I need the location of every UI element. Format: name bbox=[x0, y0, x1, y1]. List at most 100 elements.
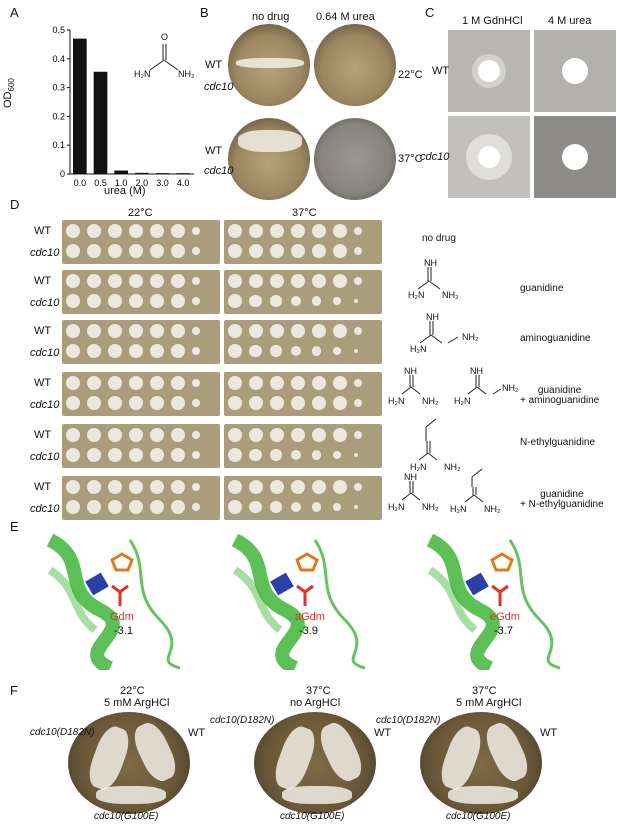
plate-temp: 37°C bbox=[472, 685, 497, 697]
panel-b-wt-2: WT bbox=[205, 145, 223, 157]
colony-spot bbox=[354, 453, 358, 457]
ylabel-od: OD bbox=[2, 91, 14, 109]
atom-h2n: H₂N bbox=[408, 290, 425, 300]
panel-d-letter: D bbox=[10, 197, 20, 212]
colony-spot bbox=[192, 347, 200, 355]
halo-c-mut-gdn bbox=[448, 116, 530, 198]
colony-spot bbox=[270, 295, 282, 307]
atom-h2n: H₂N bbox=[450, 504, 467, 514]
colony-spot bbox=[171, 500, 185, 514]
strain-d182n: cdc10(D182N) bbox=[376, 715, 441, 726]
panel-b-temp1: 22°C bbox=[398, 69, 423, 81]
colony-spot bbox=[291, 324, 305, 338]
y-tick-label: 0 bbox=[60, 169, 65, 179]
colony-spot bbox=[108, 324, 122, 338]
atom-h2n: H₂N bbox=[388, 396, 405, 406]
colony-spot bbox=[171, 224, 185, 238]
ligand-name: aGdm bbox=[295, 611, 325, 623]
strain-wt: WT bbox=[540, 727, 558, 739]
colony-spot bbox=[108, 396, 122, 410]
atom-h2n: H₂N bbox=[388, 502, 405, 512]
colony-spot bbox=[333, 274, 347, 288]
colony-spot bbox=[333, 503, 341, 511]
colony-spot bbox=[333, 396, 347, 410]
colony-spot bbox=[333, 376, 347, 390]
colony-spot bbox=[66, 448, 80, 462]
colony-spot bbox=[291, 396, 305, 410]
panel-c-letter: C bbox=[425, 5, 435, 20]
colony-spot bbox=[249, 294, 262, 308]
colony-spot bbox=[249, 224, 263, 238]
colony-spot bbox=[312, 324, 326, 338]
colony-spot bbox=[192, 483, 200, 491]
colony-spot bbox=[150, 428, 164, 442]
colony-spot bbox=[291, 501, 302, 513]
bar bbox=[114, 170, 128, 174]
colony-spot bbox=[270, 449, 282, 461]
colony-spot bbox=[171, 294, 185, 308]
colony-spot bbox=[192, 297, 200, 305]
colony-spot bbox=[270, 396, 284, 410]
colony-spot bbox=[129, 294, 143, 308]
colony-spot bbox=[270, 376, 284, 390]
panel-d-mut-label: cdc10 bbox=[30, 399, 60, 411]
colony-spot bbox=[66, 324, 80, 338]
colony-spot bbox=[108, 500, 122, 514]
protein-structure bbox=[426, 533, 561, 670]
panel-d-mut-label: cdc10 bbox=[30, 247, 60, 259]
panel-d-row-label: N-ethylguanidine bbox=[520, 437, 596, 448]
colony-spot bbox=[66, 244, 80, 258]
colony-spot bbox=[354, 247, 362, 255]
halo-c-mut-urea bbox=[534, 116, 616, 198]
colony-spot bbox=[150, 294, 164, 308]
colony-spot bbox=[87, 396, 101, 410]
atom-h2n: H₂N bbox=[410, 462, 427, 472]
colony-spot bbox=[150, 480, 164, 494]
atom-h2n: H₂N bbox=[454, 396, 471, 406]
colony-spot bbox=[354, 483, 362, 491]
colony-spot bbox=[312, 396, 326, 410]
colony-spot bbox=[354, 379, 362, 387]
ligand-energy: -3.7 bbox=[494, 625, 513, 637]
colony-spot bbox=[291, 480, 305, 494]
plate-temp: 22°C bbox=[120, 685, 145, 697]
halo-c-wt-urea bbox=[534, 30, 616, 112]
colony-spot bbox=[249, 428, 263, 442]
panel-d-mut-label: cdc10 bbox=[30, 297, 60, 309]
panel-b-temp2: 37°C bbox=[398, 153, 423, 165]
colony-spot bbox=[291, 428, 305, 442]
colony-spot bbox=[228, 274, 242, 288]
panel-d-wt-label: WT bbox=[34, 275, 52, 287]
colony-spot bbox=[312, 480, 326, 494]
colony-spot bbox=[87, 448, 101, 462]
colony-spot bbox=[108, 244, 122, 258]
colony-spot bbox=[150, 344, 164, 358]
atom-h2n: H₂N bbox=[410, 344, 427, 354]
colony-spot bbox=[228, 500, 242, 514]
plate-temp: 37°C bbox=[306, 685, 331, 697]
urea-structure bbox=[149, 44, 179, 71]
colony-spot bbox=[171, 274, 185, 288]
colony-spot bbox=[312, 428, 326, 442]
colony-spot bbox=[228, 324, 242, 338]
bar bbox=[93, 71, 108, 174]
streak bbox=[96, 786, 166, 804]
panel-d-wt-label: WT bbox=[34, 225, 52, 237]
panel-a-letter: A bbox=[10, 5, 19, 20]
colony-spot bbox=[87, 274, 101, 288]
colony-spot bbox=[66, 344, 80, 358]
colony-spot bbox=[192, 327, 200, 335]
colony-spot bbox=[192, 399, 200, 407]
atom-nh2: NH₂ bbox=[442, 290, 459, 300]
panel-d-mut-label: cdc10 bbox=[30, 503, 60, 515]
panel-f-letter: F bbox=[10, 683, 18, 698]
colony-spot bbox=[354, 399, 362, 407]
panel-c-col2: 4 M urea bbox=[548, 15, 592, 27]
colony-spot bbox=[150, 448, 164, 462]
colony-spot bbox=[249, 396, 263, 410]
colony-spot bbox=[333, 244, 347, 258]
colony-spot bbox=[192, 247, 200, 255]
panel-b-col2: 0.64 M urea bbox=[316, 11, 375, 23]
strain-wt: WT bbox=[374, 727, 392, 739]
